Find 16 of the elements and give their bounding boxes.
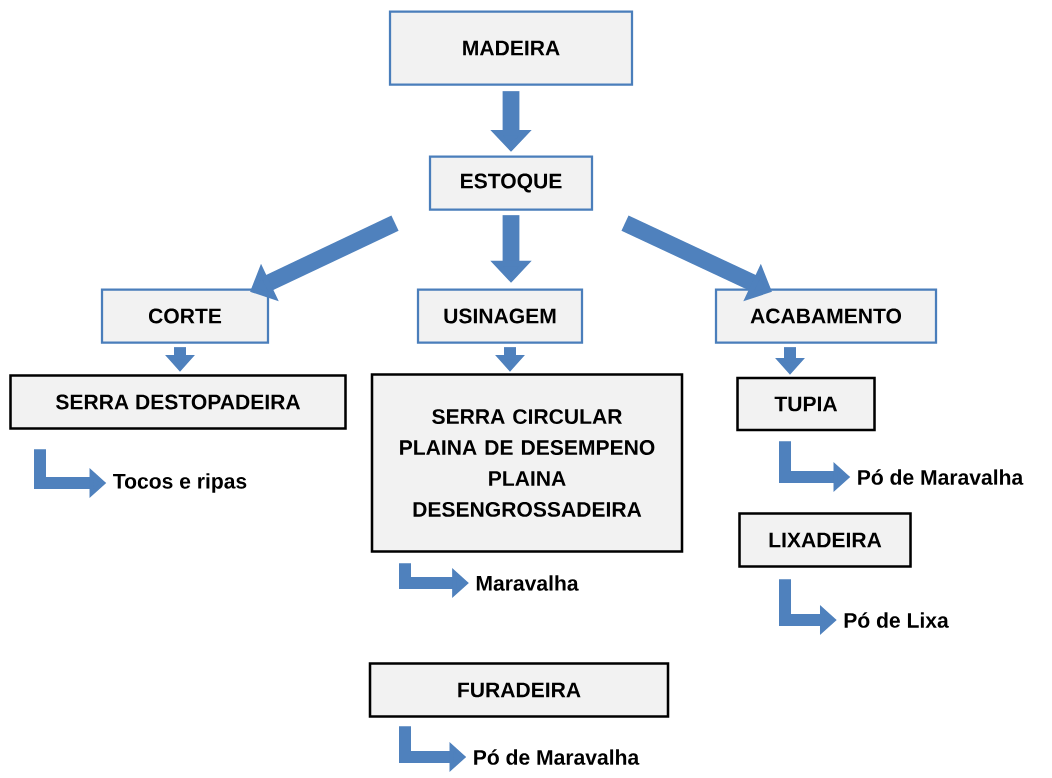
output-label: Tocos e ripas — [113, 473, 247, 493]
machine-box: FURADEIRA — [368, 662, 670, 718]
process-box: ESTOQUE — [428, 155, 594, 211]
process-box: CORTE — [100, 288, 270, 344]
arrow — [250, 215, 399, 302]
process-box: ACABAMENTO — [714, 288, 938, 344]
machine-box: SERRA CIRCULAR PLAINA DE DESEMPENO PLAINA DESENGROSSADEIRA — [370, 373, 684, 553]
output-label: Pó de Lixa — [844, 612, 949, 628]
machine-box: SERRA DESTOPADEIRA — [9, 374, 347, 430]
output-label: Pó de Maravalha — [474, 749, 640, 765]
output-label: Maravalha — [476, 575, 579, 591]
output-label: Pó de Maravalha — [858, 469, 1024, 485]
machine-box: LIXADEIRA — [738, 512, 912, 568]
process-box: USINAGEM — [416, 288, 584, 344]
machine-box: TUPIA — [736, 376, 876, 432]
process-box: MADEIRA — [388, 10, 634, 86]
